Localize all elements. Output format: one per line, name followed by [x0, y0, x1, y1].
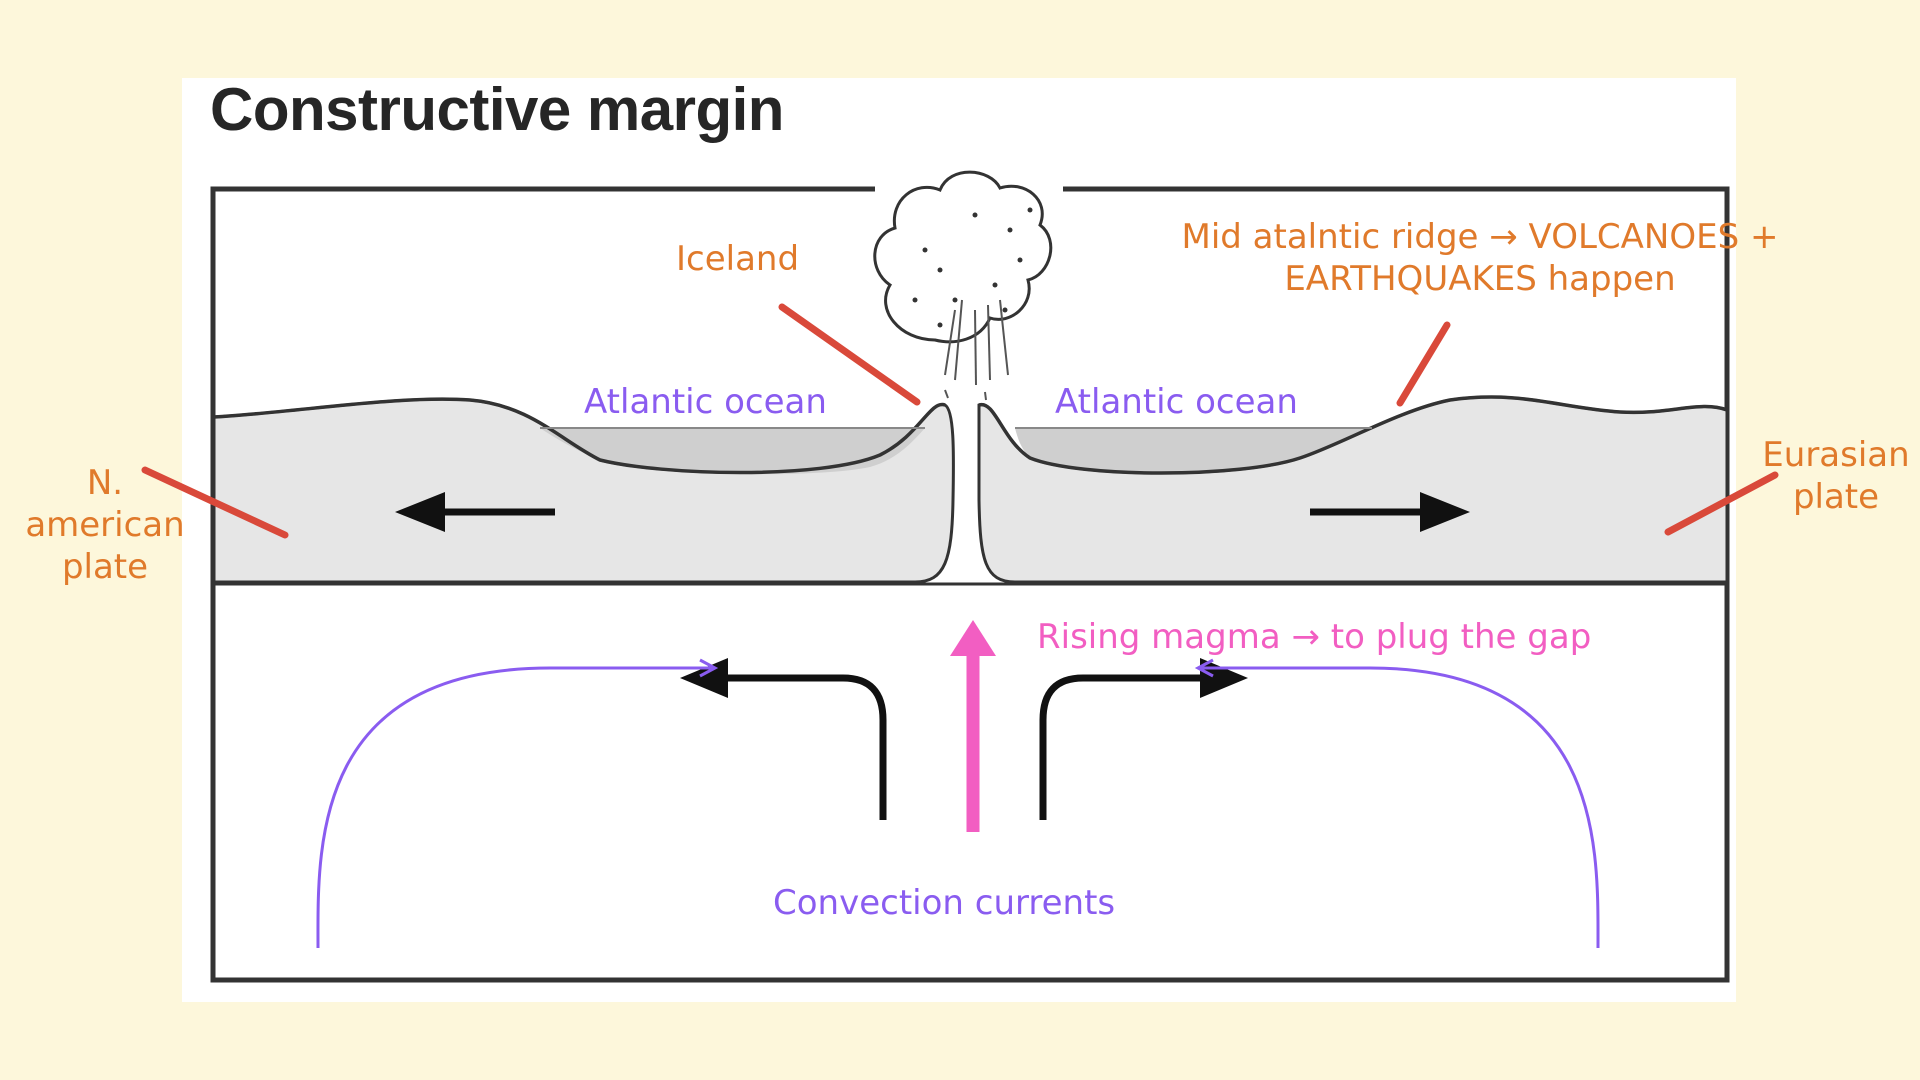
north-american-plate-label: N. american plate [10, 462, 200, 588]
ridge-pointer-line [1396, 321, 1451, 407]
ridge-label-line-1: Mid atalntic ridge → VOLCANOES + [1181, 217, 1779, 257]
rising-magma-label: Rising magma → to plug the gap [1037, 617, 1592, 657]
diagram-frame [210, 186, 1730, 983]
na-label-line-2: american [25, 505, 185, 545]
right-convection-current-curve [1194, 658, 1600, 949]
north-american-plate-pointer-line [141, 466, 289, 539]
eurasian-plate-pointer-line [1664, 471, 1779, 536]
na-label-line-1: N. [86, 463, 124, 503]
atlantic-ocean-left-label: Atlantic ocean [584, 382, 827, 422]
eu-label-line-1: Eurasian [1762, 435, 1910, 475]
left-ocean-water [540, 428, 925, 475]
iceland-label: Iceland [676, 239, 800, 279]
mid-atlantic-ridge-label: Mid atalntic ridge → VOLCANOES + EARTHQU… [1150, 216, 1810, 300]
rising-magma-arrow [950, 620, 996, 832]
eu-label-line-2: plate [1792, 477, 1880, 517]
eruption-cloud-icon [873, 170, 1053, 401]
left-plate-motion-arrow [395, 492, 555, 532]
left-convection-current-curve [316, 658, 719, 949]
right-seafloor-line [978, 395, 1728, 475]
convection-currents-label: Convection currents [773, 883, 1116, 923]
iceland-pointer-line [778, 303, 921, 406]
diagram-title: Constructive margin [210, 76, 784, 143]
eurasian-plate-label: Eurasian plate [1752, 434, 1920, 518]
left-seafloor-line [213, 397, 946, 475]
atlantic-ocean-right-label: Atlantic ocean [1055, 382, 1298, 422]
ridge-label-line-2: EARTHQUAKES happen [1284, 259, 1676, 299]
na-label-line-3: plate [61, 547, 149, 587]
right-plate-motion-arrow [1310, 492, 1470, 532]
